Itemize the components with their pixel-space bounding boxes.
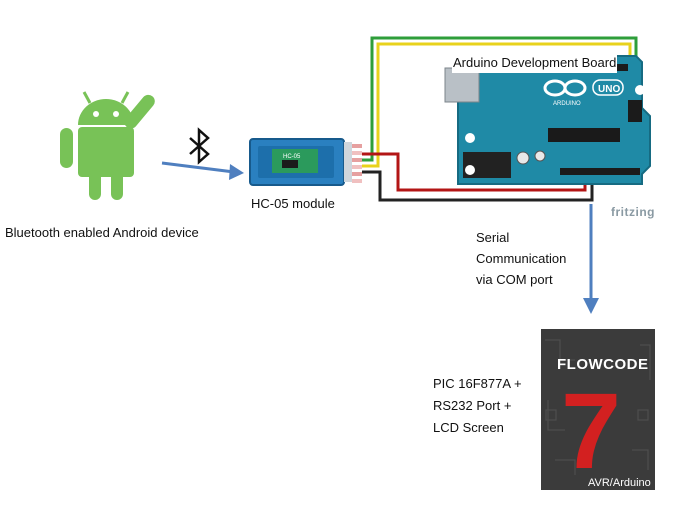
flowcode-title: FLOWCODE bbox=[557, 356, 649, 373]
pic-label-line3: LCD Screen bbox=[433, 420, 504, 435]
fritzing-watermark: fritzing bbox=[611, 205, 655, 219]
arrow-right-icon bbox=[161, 161, 244, 180]
arrow-down-icon bbox=[583, 204, 599, 314]
flowcode-version: 7 bbox=[561, 370, 621, 491]
android-device-label: Bluetooth enabled Android device bbox=[5, 225, 199, 240]
serial-label-line3: via COM port bbox=[476, 272, 553, 287]
arduino-logo-text: ARDUINO bbox=[553, 101, 581, 107]
serial-label-line1: Serial bbox=[476, 230, 510, 245]
flowcode-edition: AVR/Arduino bbox=[588, 477, 651, 489]
hc05-chip-label: HC-05 bbox=[283, 154, 301, 160]
hc05-module-label: HC-05 module bbox=[251, 196, 335, 211]
arduino-board: ARDUINO UNO bbox=[444, 55, 651, 185]
arduino-model-text: UNO bbox=[598, 84, 620, 95]
bluetooth-icon bbox=[189, 127, 210, 165]
wires bbox=[362, 36, 638, 202]
wire-green bbox=[362, 36, 638, 162]
pic-label-line1: PIC 16F877A + bbox=[433, 376, 522, 391]
hc05-module: HC-05 bbox=[249, 138, 362, 186]
pic-label-line2: RS232 Port + bbox=[433, 398, 512, 413]
serial-label-line2: Communication bbox=[476, 251, 567, 266]
wire-black bbox=[362, 170, 594, 202]
flowcode-box: FLOWCODE 7 AVR/Arduino bbox=[541, 329, 655, 491]
arduino-board-label: Arduino Development Board bbox=[452, 52, 618, 73]
wire-yellow bbox=[362, 42, 632, 168]
arduino-logo: ARDUINO UNO bbox=[543, 79, 624, 107]
android-robot-icon bbox=[60, 91, 155, 200]
wire-red bbox=[362, 152, 587, 192]
